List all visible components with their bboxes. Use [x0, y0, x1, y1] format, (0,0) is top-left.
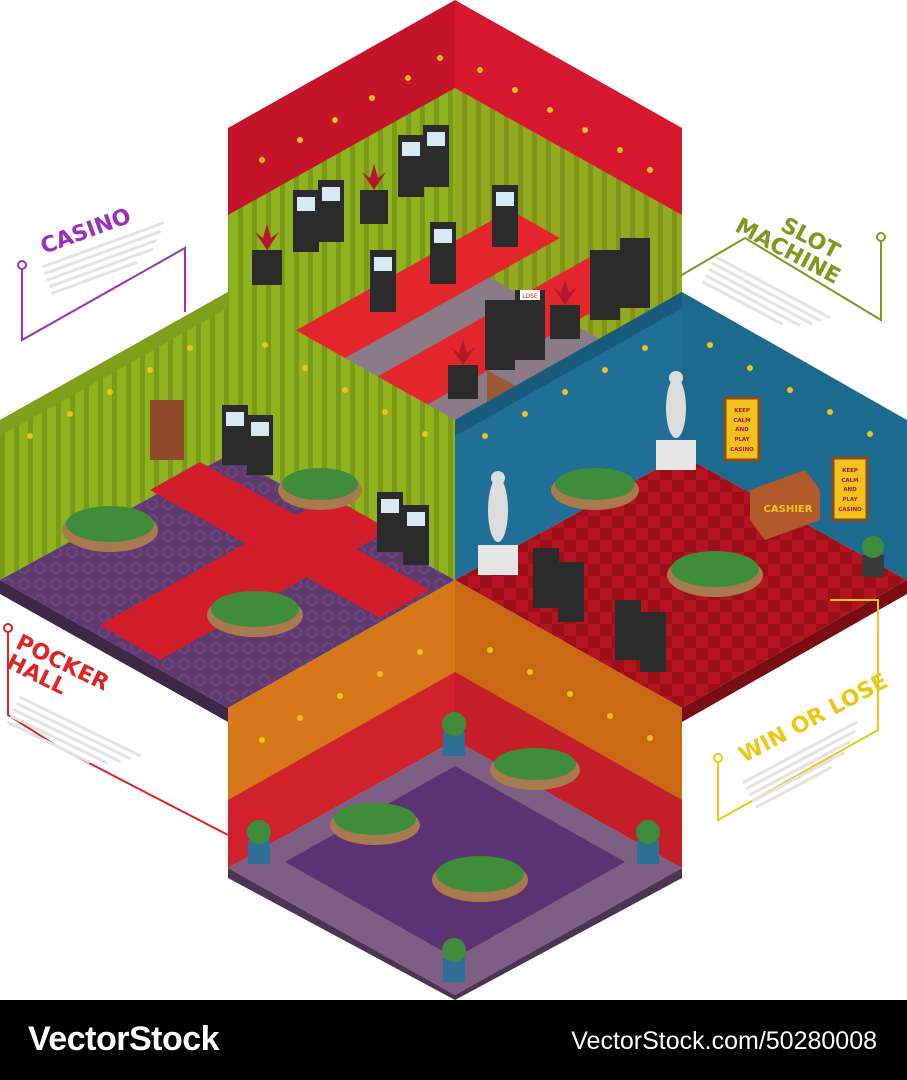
- pocker-hall-room: [228, 580, 682, 1000]
- plant-icon: [862, 536, 884, 577]
- casino-room: [0, 292, 455, 722]
- plant-icon: [247, 712, 660, 982]
- poster-right: [831, 456, 869, 522]
- poster-line: CASINO: [730, 447, 754, 453]
- poster-line: CASINO: [838, 507, 862, 513]
- plant-icon: [252, 164, 580, 399]
- poster-line: CALM: [841, 478, 858, 484]
- poster-line: AND: [843, 487, 857, 493]
- poster-line: KEEP: [842, 468, 858, 474]
- watermark-footer: VectorStock VectorStock.com/50280008: [0, 1000, 907, 1080]
- poster-line: AND: [735, 427, 749, 433]
- casino-label-frame: [17, 246, 186, 342]
- cashier-desk: CASHIER: [750, 470, 820, 540]
- slot-machine-icon: [293, 125, 650, 370]
- brand-logo: VectorStock: [28, 1020, 220, 1058]
- slot-machine-label-frame: [679, 232, 886, 322]
- cashier-sign: CASHIER: [764, 504, 813, 515]
- poster-line: PLAY: [842, 497, 858, 503]
- image-id: VectorStock.com/50280008: [571, 1027, 877, 1055]
- isometric-casino-scene: LOSE: [0, 0, 907, 1000]
- card-table-icon: [330, 748, 580, 902]
- statue-icon: [478, 371, 696, 575]
- lose-sign: [520, 290, 540, 300]
- win-or-lose-label-frame: [713, 599, 879, 822]
- card-table-icon: [62, 468, 362, 637]
- slot-machine-icon: [533, 548, 666, 672]
- win-or-lose-room: KEEP CALM AND PLAY CASINO KEEP CALM AND …: [455, 292, 907, 722]
- svg-text:LOSE: LOSE: [522, 293, 538, 300]
- poster-left: [723, 396, 761, 462]
- poster-line: PLAY: [734, 437, 750, 443]
- pocker-hall-label-frame: [3, 623, 229, 836]
- poster-line: KEEP: [734, 408, 750, 414]
- poster-line: CALM: [733, 418, 750, 424]
- slot-machine-icon: [222, 405, 429, 565]
- door-icon: [150, 400, 184, 460]
- card-table-icon: [551, 468, 763, 597]
